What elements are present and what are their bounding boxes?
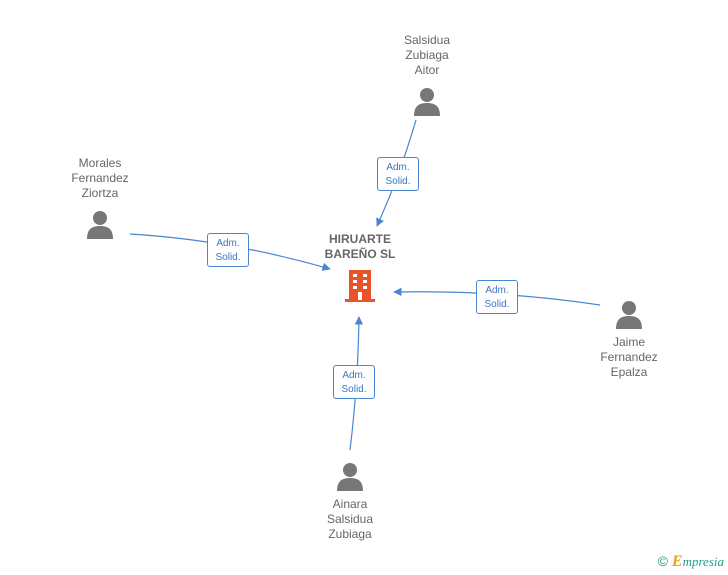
person-icon — [87, 211, 113, 239]
role-label-jaime-epalza[interactable]: Adm. Solid. — [476, 280, 518, 314]
person-node-morales-ziortza[interactable]: Morales Fernandez Ziortza — [45, 156, 155, 240]
company-name: HIRUARTE BAREÑO SL — [324, 232, 396, 261]
role-label-salsidua-aitor[interactable]: Adm. Solid. — [377, 157, 419, 191]
person-node-ainara-zubiaga[interactable]: Ainara Salsidua Zubiaga — [295, 462, 405, 542]
person-name: Morales Fernandez Ziortza — [71, 156, 129, 200]
person-icon — [616, 301, 642, 329]
company-node[interactable]: HIRUARTE BAREÑO SL — [300, 232, 420, 302]
role-label-ainara-zubiaga[interactable]: Adm. Solid. — [333, 365, 375, 399]
person-node-salsidua-aitor[interactable]: Salsidua Zubiaga Aitor — [372, 33, 482, 117]
person-node-jaime-epalza[interactable]: Jaime Fernandez Epalza — [574, 300, 684, 380]
person-icon — [337, 463, 363, 491]
empresia-logo: Empresia — [671, 553, 724, 570]
person-icon — [414, 88, 440, 116]
person-name: Ainara Salsidua Zubiaga — [326, 497, 374, 541]
empresia-footer[interactable]: ©Empresia — [658, 553, 724, 571]
copyright-symbol: © — [657, 553, 668, 569]
building-icon — [345, 270, 375, 302]
person-name: Jaime Fernandez Epalza — [600, 335, 658, 379]
role-label-morales-ziortza[interactable]: Adm. Solid. — [207, 233, 249, 267]
person-name: Salsidua Zubiaga Aitor — [403, 33, 451, 77]
